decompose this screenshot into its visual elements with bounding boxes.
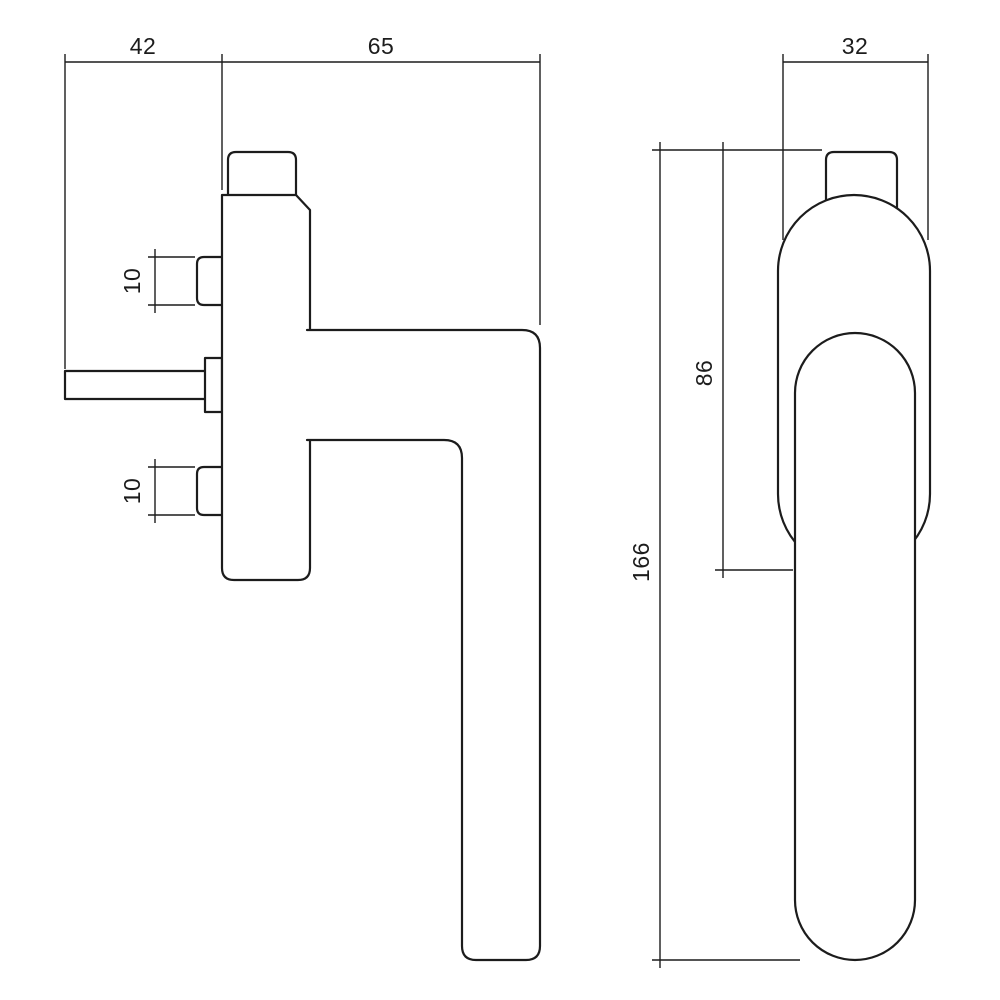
fixing-peg-bottom [195,465,224,517]
spindle-hub [203,356,224,414]
dim-label-total-height: 166 [628,542,654,582]
side-view [63,150,542,962]
dim-label-spindle-width: 42 [130,33,157,59]
spindle-bar [63,369,210,401]
dim-label-front-width: 32 [842,33,869,59]
dim-label-peg-bottom: 10 [119,478,145,505]
rosette-plate-side [220,193,312,582]
fixing-peg-top [195,255,224,307]
grip-front [793,331,917,962]
handle-arm-side [305,328,542,962]
dim-label-handle-offset: 65 [368,33,395,59]
front-view [776,150,932,962]
dim-label-rosette-height: 86 [691,360,717,387]
knob-side [226,150,298,198]
dimension-lines [64,54,929,968]
dim-label-peg-top: 10 [119,268,145,295]
dimension-labels: 42 65 10 10 32 86 166 [119,33,868,582]
